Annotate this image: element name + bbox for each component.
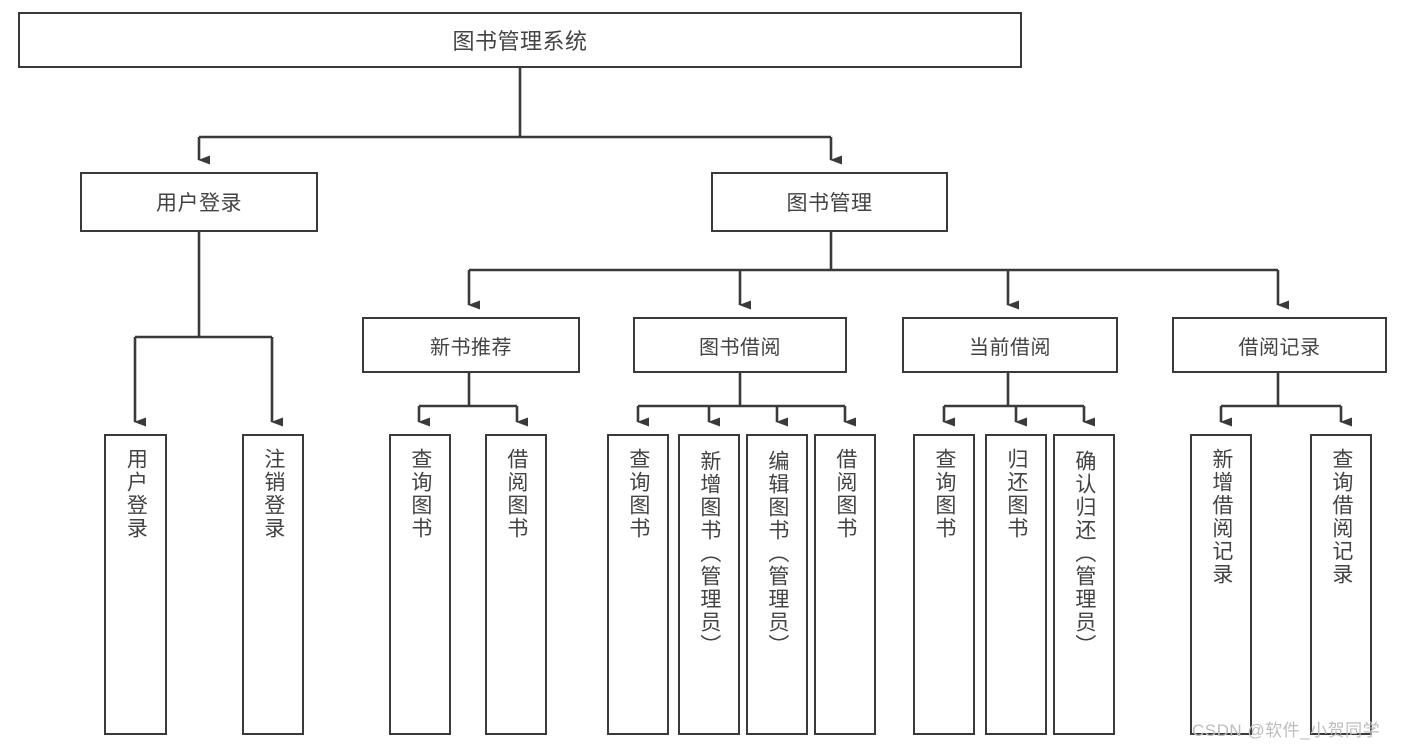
csdn-watermark: CSDN @软件_小贺同学	[1192, 721, 1381, 740]
node-leaf-return-book-label: 归还图书	[1004, 448, 1028, 540]
node-leaf-logout-label: 注销登录	[261, 448, 285, 540]
node-leaf-query-book-1[interactable]: 查询图书	[389, 434, 451, 735]
node-leaf-user-login[interactable]: 用户登录	[104, 434, 167, 735]
node-user-login-label: 用户登录	[156, 192, 242, 215]
node-leaf-edit-book-label: 编辑图书（管理员）	[765, 450, 789, 657]
node-root-label: 图书管理系统	[452, 29, 588, 54]
node-leaf-add-record-label: 新增借阅记录	[1209, 448, 1233, 586]
node-new-book-rec-label: 新书推荐	[430, 336, 512, 359]
node-book-borrow[interactable]: 图书借阅	[633, 317, 847, 373]
node-borrow-record-label: 借阅记录	[1238, 336, 1321, 359]
node-book-borrow-label: 图书借阅	[699, 336, 781, 359]
node-leaf-query-record[interactable]: 查询借阅记录	[1310, 434, 1372, 735]
node-current-borrow-label: 当前借阅	[969, 336, 1051, 359]
node-user-login[interactable]: 用户登录	[80, 172, 318, 232]
node-leaf-return-book[interactable]: 归还图书	[985, 434, 1047, 735]
node-leaf-add-record[interactable]: 新增借阅记录	[1190, 434, 1252, 735]
node-leaf-edit-book[interactable]: 编辑图书（管理员）	[746, 434, 808, 735]
node-leaf-borrow-book-1-label: 借阅图书	[504, 448, 528, 540]
node-leaf-query-book-2-label: 查询图书	[626, 448, 650, 540]
node-current-borrow[interactable]: 当前借阅	[902, 317, 1118, 373]
node-leaf-query-book-1-label: 查询图书	[408, 448, 432, 540]
node-leaf-query-book-2[interactable]: 查询图书	[607, 434, 669, 735]
node-leaf-borrow-book-1[interactable]: 借阅图书	[485, 434, 547, 735]
node-leaf-confirm-return-label: 确认归还（管理员）	[1072, 450, 1096, 657]
node-leaf-logout[interactable]: 注销登录	[242, 434, 304, 735]
node-borrow-record[interactable]: 借阅记录	[1172, 317, 1387, 373]
node-leaf-query-book-3-label: 查询图书	[932, 448, 956, 540]
node-leaf-borrow-book-2-label: 借阅图书	[833, 448, 857, 540]
node-leaf-add-book[interactable]: 新增图书（管理员）	[678, 434, 740, 735]
node-leaf-confirm-return[interactable]: 确认归还（管理员）	[1053, 434, 1115, 735]
node-leaf-user-login-label: 用户登录	[124, 448, 148, 540]
node-book-manage-label: 图书管理	[786, 192, 873, 215]
node-root[interactable]: 图书管理系统	[18, 12, 1022, 68]
node-leaf-add-book-label: 新增图书（管理员）	[697, 450, 721, 657]
node-leaf-borrow-book-2[interactable]: 借阅图书	[814, 434, 876, 735]
node-book-manage[interactable]: 图书管理	[711, 172, 948, 232]
node-leaf-query-book-3[interactable]: 查询图书	[913, 434, 975, 735]
node-leaf-query-record-label: 查询借阅记录	[1329, 448, 1353, 586]
node-new-book-rec[interactable]: 新书推荐	[362, 317, 580, 373]
